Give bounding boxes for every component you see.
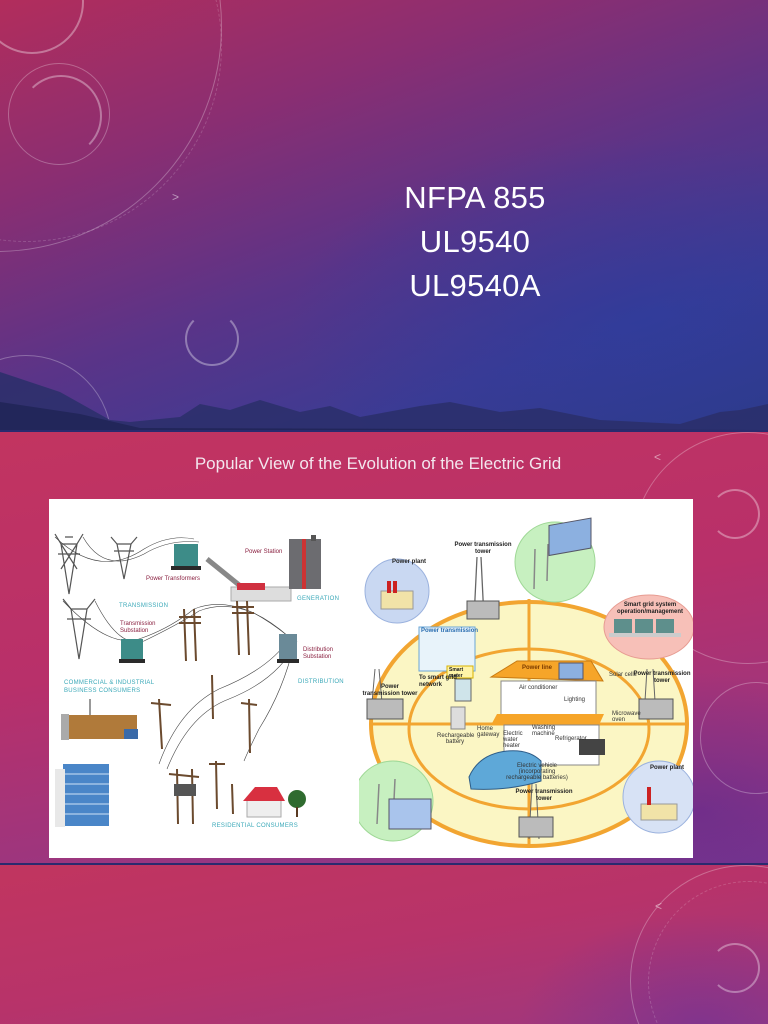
- label-tower-right: Power transmission tower: [633, 671, 691, 684]
- label-to-smart-grid: To smart grid network: [419, 675, 457, 688]
- decor-ring-mid: [700, 682, 768, 794]
- electric-grid-figure: Power Station Power Transformers GENERAT…: [49, 499, 696, 858]
- label-power-station: Power Station: [245, 549, 283, 555]
- label-commercial-industrial: COMMERCIAL & INDUSTRIAL BUSINESS CONSUME…: [64, 680, 155, 694]
- label-tower-bottom: Power transmission tower: [515, 789, 573, 802]
- label-power-plant-bottom: Power plant: [650, 765, 685, 771]
- label-smart-grid-mgmt: Smart grid system operation/management: [616, 602, 683, 615]
- decor-chevron-icon: >: [172, 190, 180, 204]
- label-electric-water-heater: Electric water heater: [503, 731, 523, 749]
- label-washing-machine: Washing machine: [532, 725, 556, 737]
- traditional-grid-illustration: Power Station Power Transformers GENERAT…: [49, 499, 359, 858]
- label-transmission-substation: Transmission Substation: [120, 621, 156, 634]
- content-slide: < Popular View of the Evolution of the E…: [0, 432, 768, 865]
- label-rechargeable-battery: Rechargeable battery: [437, 733, 475, 745]
- slide-title: NFPA 855 UL9540 UL9540A: [360, 176, 590, 308]
- label-microwave: Microwave oven: [612, 711, 641, 723]
- grid-diagram-svg: [54, 533, 321, 827]
- decor-chevron-icon: <: [654, 450, 662, 464]
- smart-grid-illustration: Power plant Power transmission tower Sma…: [352, 499, 696, 858]
- label-tower-top: Power transmission tower: [454, 542, 512, 555]
- label-solar-cells: Solar cells: [609, 672, 637, 678]
- label-electric-vehicle: Electric vehicle (incorporating recharge…: [506, 763, 568, 781]
- next-slide: <: [0, 865, 768, 1024]
- label-power-transformers: Power Transformers: [146, 576, 201, 582]
- label-generation: GENERATION: [297, 596, 340, 602]
- label-distribution-substation: Distribution Substation: [303, 647, 334, 660]
- decor-ring-small: [710, 489, 760, 539]
- label-home-gateway: Home gateway: [477, 726, 500, 738]
- smart-grid-svg: [352, 517, 696, 848]
- label-smart-meter: Smart meter: [449, 667, 464, 679]
- label-refrigerator: Refrigerator: [555, 736, 587, 742]
- label-transmission: TRANSMISSION: [119, 603, 169, 609]
- decor-ring-mid: [185, 312, 239, 366]
- label-power-line: Power line: [522, 665, 553, 671]
- label-power-plant-top: Power plant: [392, 559, 427, 565]
- label-distribution: DISTRIBUTION: [298, 679, 344, 685]
- decor-chevron-icon: <: [655, 899, 663, 913]
- label-power-transmission: Power transmission: [421, 628, 479, 634]
- label-lighting: Lighting: [564, 697, 586, 703]
- decor-ring-small-outer: [8, 63, 110, 165]
- title-line-2: UL9540: [419, 224, 531, 259]
- title-line-3: UL9540A: [409, 268, 541, 303]
- title-line-1: NFPA 855: [404, 180, 546, 215]
- label-tower-left: Power transmission tower: [362, 684, 418, 697]
- title-slide: > NFPA 855 UL9540 UL9540A: [0, 0, 768, 432]
- label-residential: RESIDENTIAL CONSUMERS: [212, 823, 299, 829]
- decor-ring-small: [710, 943, 760, 993]
- label-air-conditioner: Air conditioner: [519, 685, 558, 691]
- slide-caption: Popular View of the Evolution of the Ele…: [194, 454, 562, 473]
- mountain-silhouette: [0, 372, 768, 432]
